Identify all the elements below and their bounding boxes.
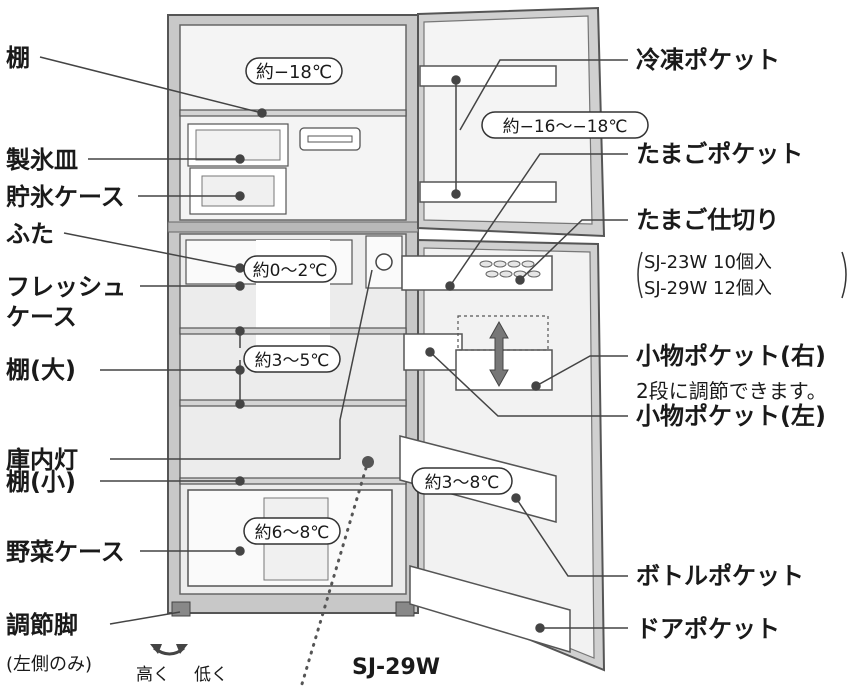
label-shelf: 棚 <box>6 44 30 72</box>
note-adjust-two-levels: 2段に調節できます。 <box>636 379 827 403</box>
label-shelf-small: 棚(小) <box>6 468 76 496</box>
temp-freezer: 約−18℃ <box>256 62 332 83</box>
egg-capacity-bracket-left <box>637 251 643 299</box>
temp-vegetable: 約6〜8℃ <box>255 523 330 543</box>
label-egg-divider: たまご仕切り <box>636 206 779 234</box>
label-small-pocket-right: 小物ポケット(右) <box>636 342 826 370</box>
label-shelf-large: 棚(大) <box>6 356 76 384</box>
note-higher: 高く <box>136 665 170 685</box>
label-vegetable-case: 野菜ケース <box>6 538 125 566</box>
note-left-side-only: (左側のみ) <box>6 654 92 675</box>
temperature-labels: 約−18℃ 約−16〜−18℃ 約0〜2℃ 約3〜5℃ 約3〜8℃ 約6〜8℃ <box>243 57 649 545</box>
model-name: SJ-29W <box>352 655 440 680</box>
note-lower: 低く <box>194 665 228 685</box>
temp-freezer-door: 約−16〜−18℃ <box>503 117 628 137</box>
label-fresh-case-line2: ケース <box>6 303 77 331</box>
fridge-door <box>399 238 606 672</box>
label-interior-light: 庫内灯 <box>6 446 78 474</box>
note-egg-capacity-1: SJ-23W 10個入 <box>644 252 772 273</box>
note-egg-capacity-2: SJ-29W 12個入 <box>644 278 772 299</box>
label-ice-case: 貯氷ケース <box>6 183 125 211</box>
label-freezer-pocket: 冷凍ポケット <box>636 46 780 74</box>
label-lid: ふた <box>6 220 54 248</box>
right-labels: 冷凍ポケット たまごポケット たまご仕切り SJ-23W 10個入 SJ-29W… <box>636 46 847 643</box>
egg-capacity-bracket-right <box>841 251 847 299</box>
label-fresh-case-line1: フレッシュ <box>6 273 126 301</box>
label-bottle-pocket: ボトルポケット <box>636 562 804 590</box>
temp-fridge: 約3〜5℃ <box>255 351 330 371</box>
label-adjust-foot: 調節脚 <box>6 611 78 639</box>
label-egg-pocket: たまごポケット <box>636 140 803 168</box>
label-small-pocket-left: 小物ポケット(左) <box>636 402 826 430</box>
temp-chilled: 約0〜2℃ <box>253 261 328 281</box>
temp-fridge-door: 約3〜8℃ <box>425 473 500 493</box>
left-labels: 棚 製氷皿 貯氷ケース ふた フレッシュ ケース 棚(大) 庫内灯 棚(小) 野… <box>6 44 228 685</box>
label-ice-tray: 製氷皿 <box>6 146 78 174</box>
label-door-pocket: ドアポケット <box>636 615 780 643</box>
